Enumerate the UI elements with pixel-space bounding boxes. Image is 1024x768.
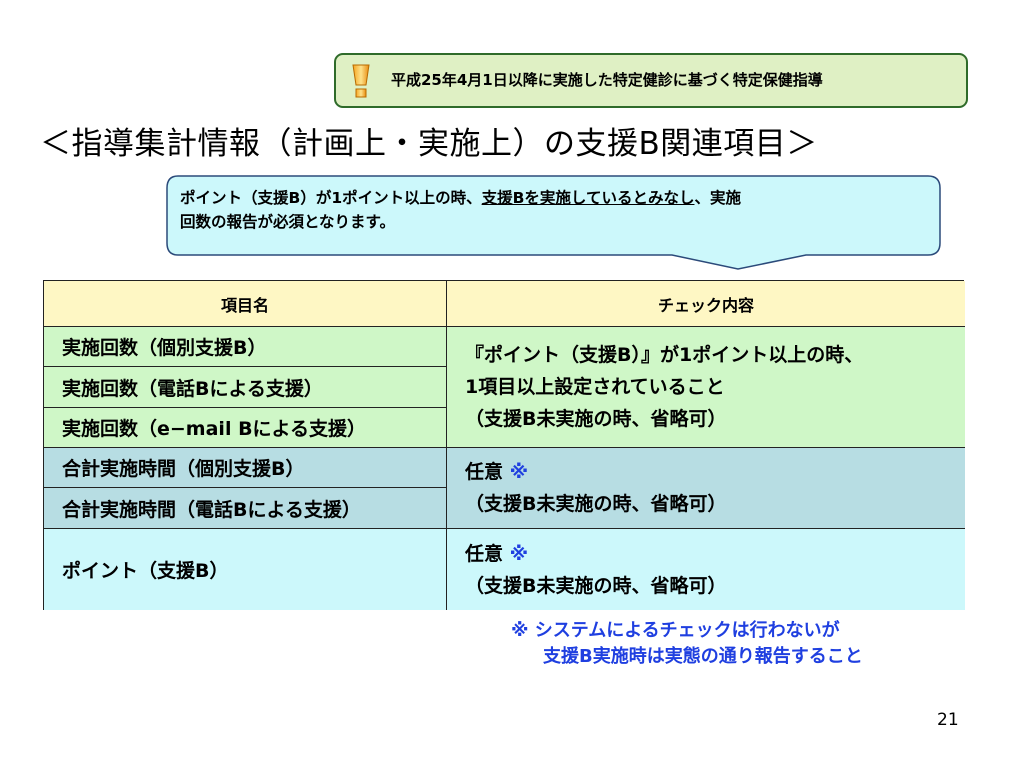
check-text: 1項目以上設定されていること: [465, 376, 725, 398]
callout-line1-pre: ポイント（支援B）が1ポイント以上の時、: [180, 189, 482, 207]
table-item-cell: ポイント（支援B）: [44, 529, 447, 610]
check-text: （支援B未実施の時、省略可）: [465, 493, 727, 515]
footnote: ※ システムによるチェックは行わないが 支援B実施時は実態の通り報告すること: [511, 618, 863, 670]
footnote-line2: 支援B実施時は実態の通り報告すること: [543, 646, 863, 667]
check-label: 任意: [465, 461, 504, 483]
table-item-cell: 実施回数（電話Bによる支援）: [44, 367, 447, 408]
callout-bubble: [166, 175, 941, 270]
warning-icon: [352, 64, 370, 98]
check-text: （支援B未実施の時、省略可）: [465, 574, 727, 597]
notice-text: 平成25年4月1日以降に実施した特定健診に基づく特定保健指導: [391, 71, 823, 89]
callout-text: ポイント（支援B）が1ポイント以上の時、支援Bを実施しているとみなし、実施 回数…: [180, 186, 930, 234]
callout-line1-underline: 支援Bを実施しているとみなし: [481, 189, 695, 207]
table-item-cell: 実施回数（e−mail Bによる支援）: [44, 408, 447, 448]
check-label: 任意: [465, 542, 504, 565]
check-content-group1: 『ポイント（支援B）』が1ポイント以上の時、 1項目以上設定されていること （支…: [447, 327, 965, 448]
reference-mark: ※: [509, 542, 529, 565]
table-item-cell: 合計実施時間（個別支援B）: [44, 448, 447, 488]
table-item-cell: 合計実施時間（電話Bによる支援）: [44, 488, 447, 529]
check-line: 任意 ※: [465, 456, 528, 488]
reference-mark: ※: [509, 461, 529, 483]
page-title: ＜指導集計情報（計画上・実施上）の支援B関連項目＞: [40, 126, 818, 162]
check-content-group3: 任意 ※ （支援B未実施の時、省略可）: [447, 529, 965, 610]
callout-line2: 回数の報告が必須となります。: [180, 213, 395, 231]
check-text: 『ポイント（支援B）』が1ポイント以上の時、: [465, 344, 864, 366]
footnote-line1: ※ システムによるチェックは行わないが: [511, 620, 840, 641]
check-content-group2: 任意 ※ （支援B未実施の時、省略可）: [447, 448, 965, 529]
table-header-check: チェック内容: [447, 281, 965, 327]
callout-line1-post: 、実施: [694, 189, 741, 207]
notice-box: 平成25年4月1日以降に実施した特定健診に基づく特定保健指導: [334, 53, 968, 108]
check-table: 項目名 チェック内容 実施回数（個別支援B） 実施回数（電話Bによる支援） 実施…: [43, 280, 965, 610]
table-header-item: 項目名: [44, 281, 447, 327]
check-line: 任意 ※: [465, 538, 528, 570]
page-number: 21: [937, 710, 959, 730]
table-item-cell: 実施回数（個別支援B）: [44, 327, 447, 367]
check-text: （支援B未実施の時、省略可）: [465, 408, 727, 430]
